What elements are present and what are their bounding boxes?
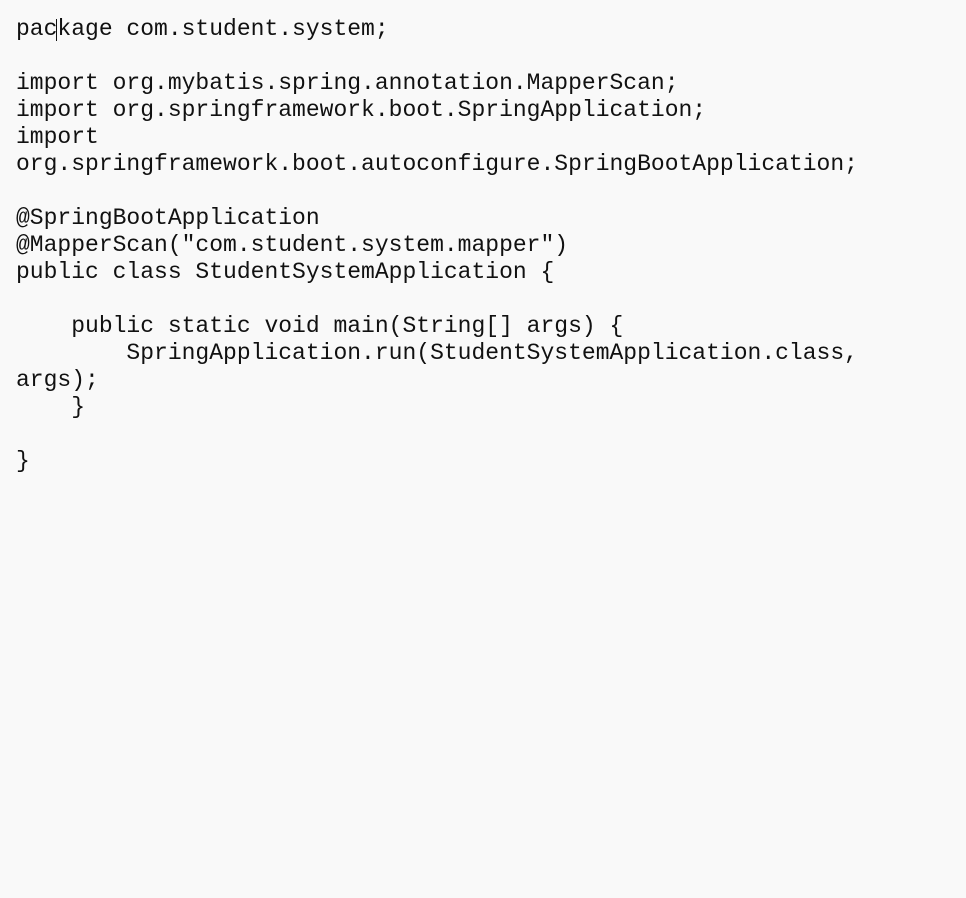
code-line-5: import: [16, 124, 99, 150]
code-line-17: }: [16, 448, 30, 474]
code-line-13: SpringApplication.run(StudentSystemAppli…: [16, 340, 858, 366]
code-line-1: package com.student.system;: [16, 16, 389, 42]
code-line-8: @SpringBootApplication: [16, 205, 320, 231]
code-line-7: [16, 178, 966, 205]
code-line-2: [16, 43, 966, 70]
code-line-14: args);: [16, 367, 99, 393]
code-line-16: [16, 421, 966, 448]
code-line-11: [16, 286, 966, 313]
code-line-15: }: [16, 394, 86, 420]
code-line-10: public class StudentSystemApplication {: [16, 259, 555, 285]
text-cursor: [56, 19, 57, 41]
code-line-3: import org.mybatis.spring.annotation.Map…: [16, 70, 679, 96]
code-line-9: @MapperScan("com.student.system.mapper"): [16, 232, 569, 258]
code-line-12: public static void main(String[] args) {: [16, 313, 624, 339]
code-line-6: org.springframework.boot.autoconfigure.S…: [16, 151, 858, 177]
code-line-4: import org.springframework.boot.SpringAp…: [16, 97, 707, 123]
